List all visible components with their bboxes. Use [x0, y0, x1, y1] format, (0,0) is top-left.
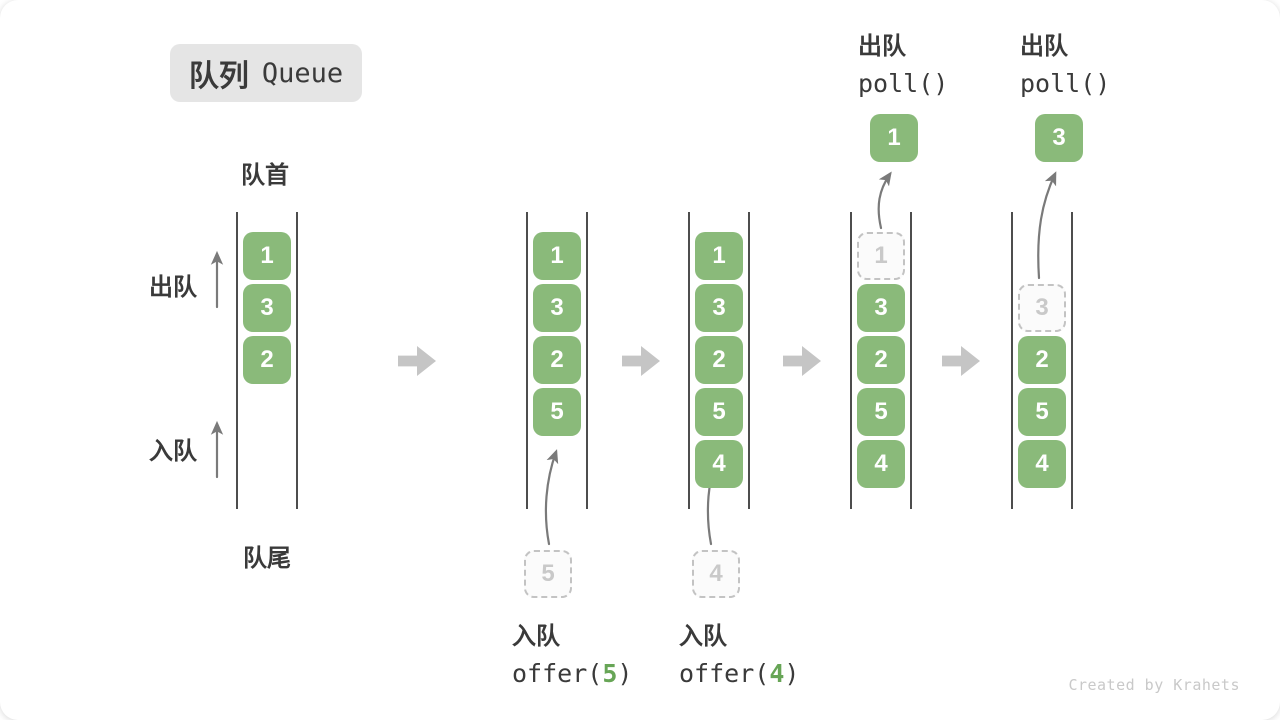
- operation-label-zh: 入队: [512, 623, 560, 650]
- right-block-arrow-icon: [942, 346, 980, 376]
- queue-cell: 5: [857, 388, 905, 436]
- queue-cell: 4: [857, 440, 905, 488]
- poll-header: 出队 poll(): [1020, 26, 1110, 98]
- queue-state-after-offer-5: [526, 212, 588, 509]
- label-queue-rear: 队尾: [243, 545, 291, 572]
- right-block-arrow-icon: [783, 346, 821, 376]
- staging-cell: 4: [692, 550, 740, 598]
- operation-label: 入队 offer(4): [679, 616, 799, 688]
- poll-header-zh: 出队: [858, 33, 906, 60]
- queue-cell: 3: [533, 284, 581, 332]
- operation-code-before: offer(: [512, 659, 603, 688]
- operation-label: 入队 offer(5): [512, 616, 632, 688]
- right-block-arrow-icon: [398, 346, 436, 376]
- title-en: Queue: [261, 57, 344, 89]
- queue-cell: 1: [695, 232, 743, 280]
- watermark: Created by Krahets: [1068, 676, 1240, 694]
- operation-label-zh: 入队: [679, 623, 727, 650]
- queue-cell: 2: [695, 336, 743, 384]
- operation-code-arg: 4: [769, 659, 785, 688]
- queue-state-after-poll-3: [1011, 212, 1073, 509]
- queue-cell: 3: [243, 284, 291, 332]
- queue-cell: 2: [243, 336, 291, 384]
- label-enqueue: 入队: [149, 438, 197, 465]
- staging-cell: 5: [524, 550, 572, 598]
- queue-state-after-poll-1: [850, 212, 912, 509]
- label-dequeue: 出队: [149, 274, 197, 301]
- queue-state-after-offer-4: [688, 212, 750, 509]
- queue-cell-dashed: 1: [857, 232, 905, 280]
- operation-code-after: ): [784, 659, 800, 688]
- poll-header-code: poll(): [1020, 69, 1111, 98]
- operation-code: offer(4): [679, 659, 799, 688]
- operation-code: offer(5): [512, 659, 632, 688]
- poll-header-code: poll(): [858, 69, 949, 98]
- label-queue-front: 队首: [241, 162, 289, 189]
- queue-cell: 3: [695, 284, 743, 332]
- queue-cell: 4: [1018, 440, 1066, 488]
- poll-header-zh: 出队: [1020, 33, 1068, 60]
- operation-code-arg: 5: [602, 659, 618, 688]
- queue-cell-dashed: 3: [1018, 284, 1066, 332]
- queue-cell: 1: [533, 232, 581, 280]
- popped-cell: 1: [870, 114, 918, 162]
- popped-cell: 3: [1035, 114, 1083, 162]
- title-badge: 队列 Queue: [170, 44, 362, 102]
- queue-cell: 5: [695, 388, 743, 436]
- queue-cell: 2: [857, 336, 905, 384]
- operation-code-before: offer(: [679, 659, 770, 688]
- queue-cell: 1: [243, 232, 291, 280]
- queue-state-initial: [236, 212, 298, 509]
- queue-cell: 3: [857, 284, 905, 332]
- queue-cell: 5: [533, 388, 581, 436]
- queue-cell: 2: [533, 336, 581, 384]
- right-block-arrow-icon: [622, 346, 660, 376]
- poll-header: 出队 poll(): [858, 26, 948, 98]
- queue-cell: 4: [695, 440, 743, 488]
- queue-cell: 2: [1018, 336, 1066, 384]
- queue-cell: 5: [1018, 388, 1066, 436]
- operation-code-after: ): [617, 659, 633, 688]
- title-zh: 队列: [188, 60, 249, 93]
